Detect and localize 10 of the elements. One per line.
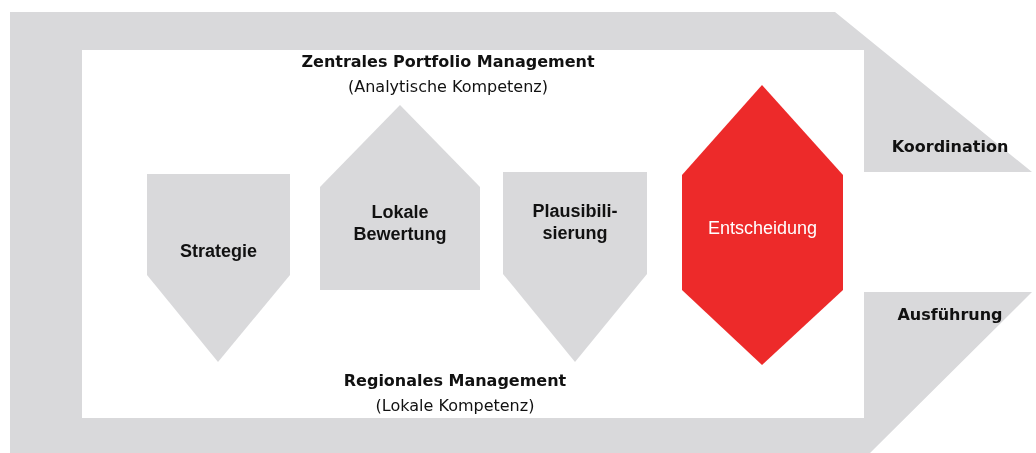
section-subtitle: (Analytische Kompetenz) <box>348 77 548 96</box>
flow-label: Koordination <box>890 136 1010 158</box>
section-subtitle: (Lokale Kompetenz) <box>375 396 535 415</box>
flow-label: Ausführung <box>896 304 1004 326</box>
step-label: Strategie <box>179 240 258 262</box>
step-label: Plausibili- sierung <box>531 200 619 244</box>
section-title: Zentrales Portfolio Management <box>301 52 595 71</box>
section-title: Regionales Management <box>343 371 567 390</box>
step-label: Entscheidung <box>706 217 819 239</box>
step-label: Lokale Bewertung <box>352 201 448 245</box>
